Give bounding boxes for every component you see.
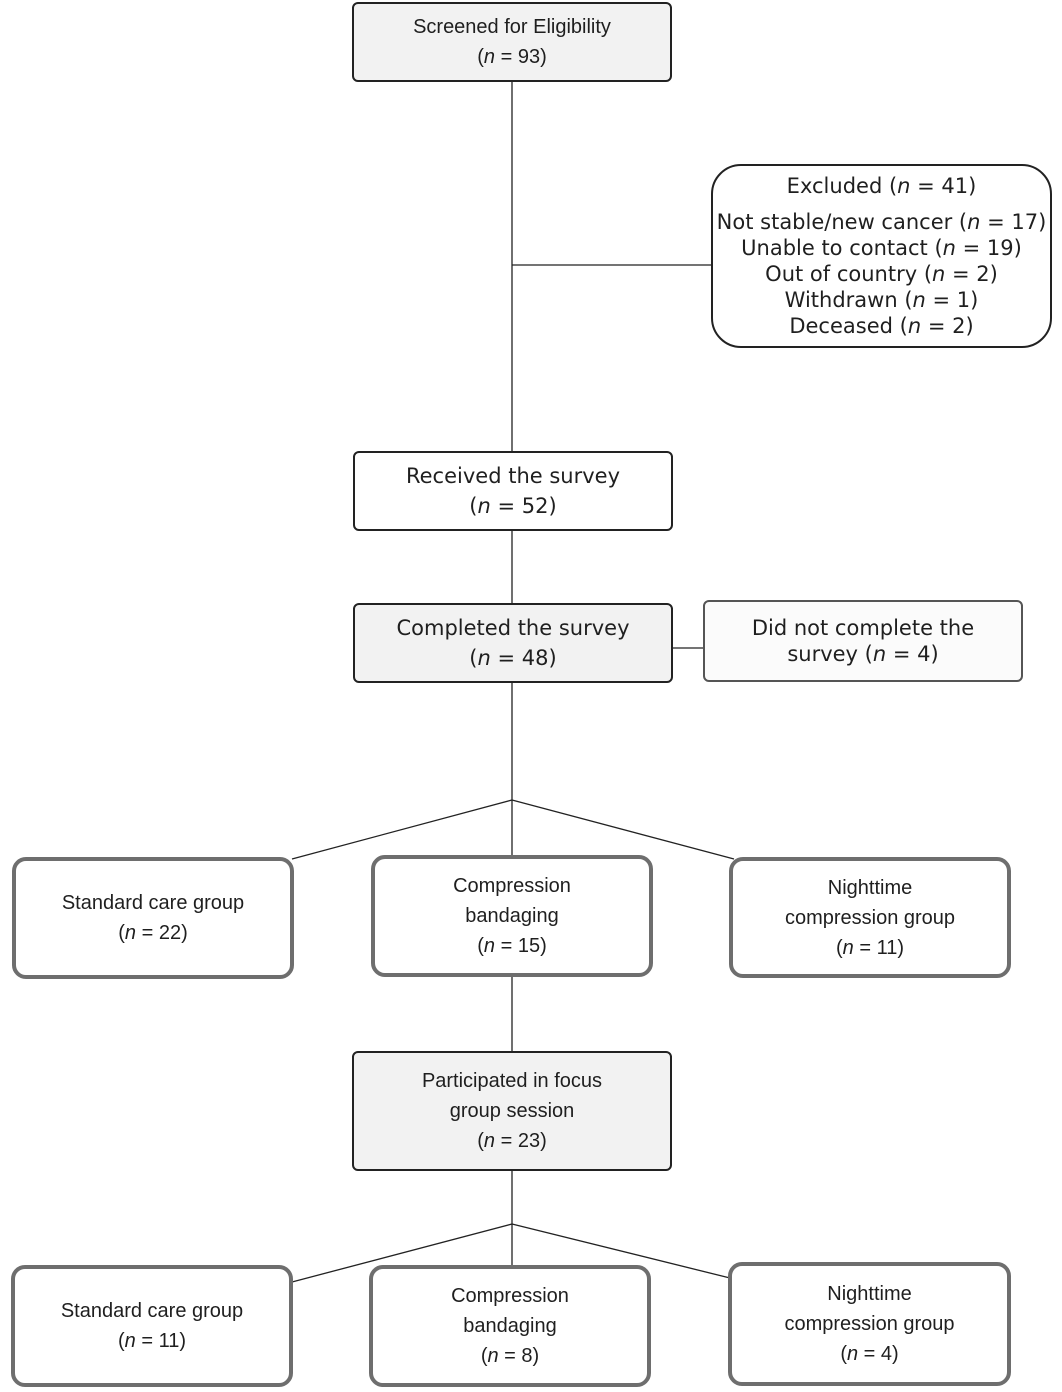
received-title: Received the survey bbox=[405, 464, 621, 488]
connector-branch-right bbox=[511, 799, 735, 860]
survey-group-nighttime-compression: Nighttime compression group (n = 11) bbox=[729, 857, 1011, 978]
survey-group-compression-bandaging: Compression bandaging (n = 15) bbox=[371, 855, 653, 977]
survey-group-standard-care: Standard care group (n = 22) bbox=[12, 857, 294, 979]
completed-box: Completed the survey (n = 48) bbox=[353, 603, 673, 683]
screened-count: (n = 93) bbox=[477, 46, 547, 68]
connector-focus-branch-left bbox=[291, 1223, 513, 1283]
received-count: (n = 52) bbox=[469, 494, 557, 518]
connector-focus-branch-right bbox=[511, 1223, 731, 1279]
connector-branch-left bbox=[291, 799, 513, 860]
not-completed-line1: Did not complete the bbox=[751, 616, 975, 640]
excluded-reason: Withdrawn (n = 1) bbox=[784, 288, 979, 312]
screened-title: Screened for Eligibility bbox=[413, 16, 611, 38]
screened-box: Screened for Eligibility (n = 93) bbox=[352, 2, 672, 82]
excluded-reason: Out of country (n = 2) bbox=[765, 262, 998, 286]
completed-count: (n = 48) bbox=[469, 646, 557, 670]
focus-group-compression-bandaging: Compression bandaging (n = 8) bbox=[369, 1265, 651, 1387]
excluded-reason: Deceased (n = 2) bbox=[789, 314, 974, 338]
excluded-reason: Not stable/new cancer (n = 17) bbox=[716, 210, 1047, 234]
not-completed-line2: survey (n = 4) bbox=[787, 642, 939, 666]
excluded-title: Excluded (n = 41) bbox=[786, 174, 977, 198]
received-box: Received the survey (n = 52) bbox=[353, 451, 673, 531]
excluded-box: Excluded (n = 41) Not stable/new cancer … bbox=[711, 164, 1052, 348]
completed-title: Completed the survey bbox=[396, 616, 630, 640]
focus-group-nighttime-compression: Nighttime compression group (n = 4) bbox=[728, 1262, 1011, 1386]
excluded-reason: Unable to contact (n = 19) bbox=[741, 236, 1022, 260]
not-completed-box: Did not complete the survey (n = 4) bbox=[703, 600, 1023, 682]
focus-group-standard-care: Standard care group (n = 11) bbox=[11, 1265, 293, 1387]
focus-group-box: Participated in focus group session (n =… bbox=[352, 1051, 672, 1171]
